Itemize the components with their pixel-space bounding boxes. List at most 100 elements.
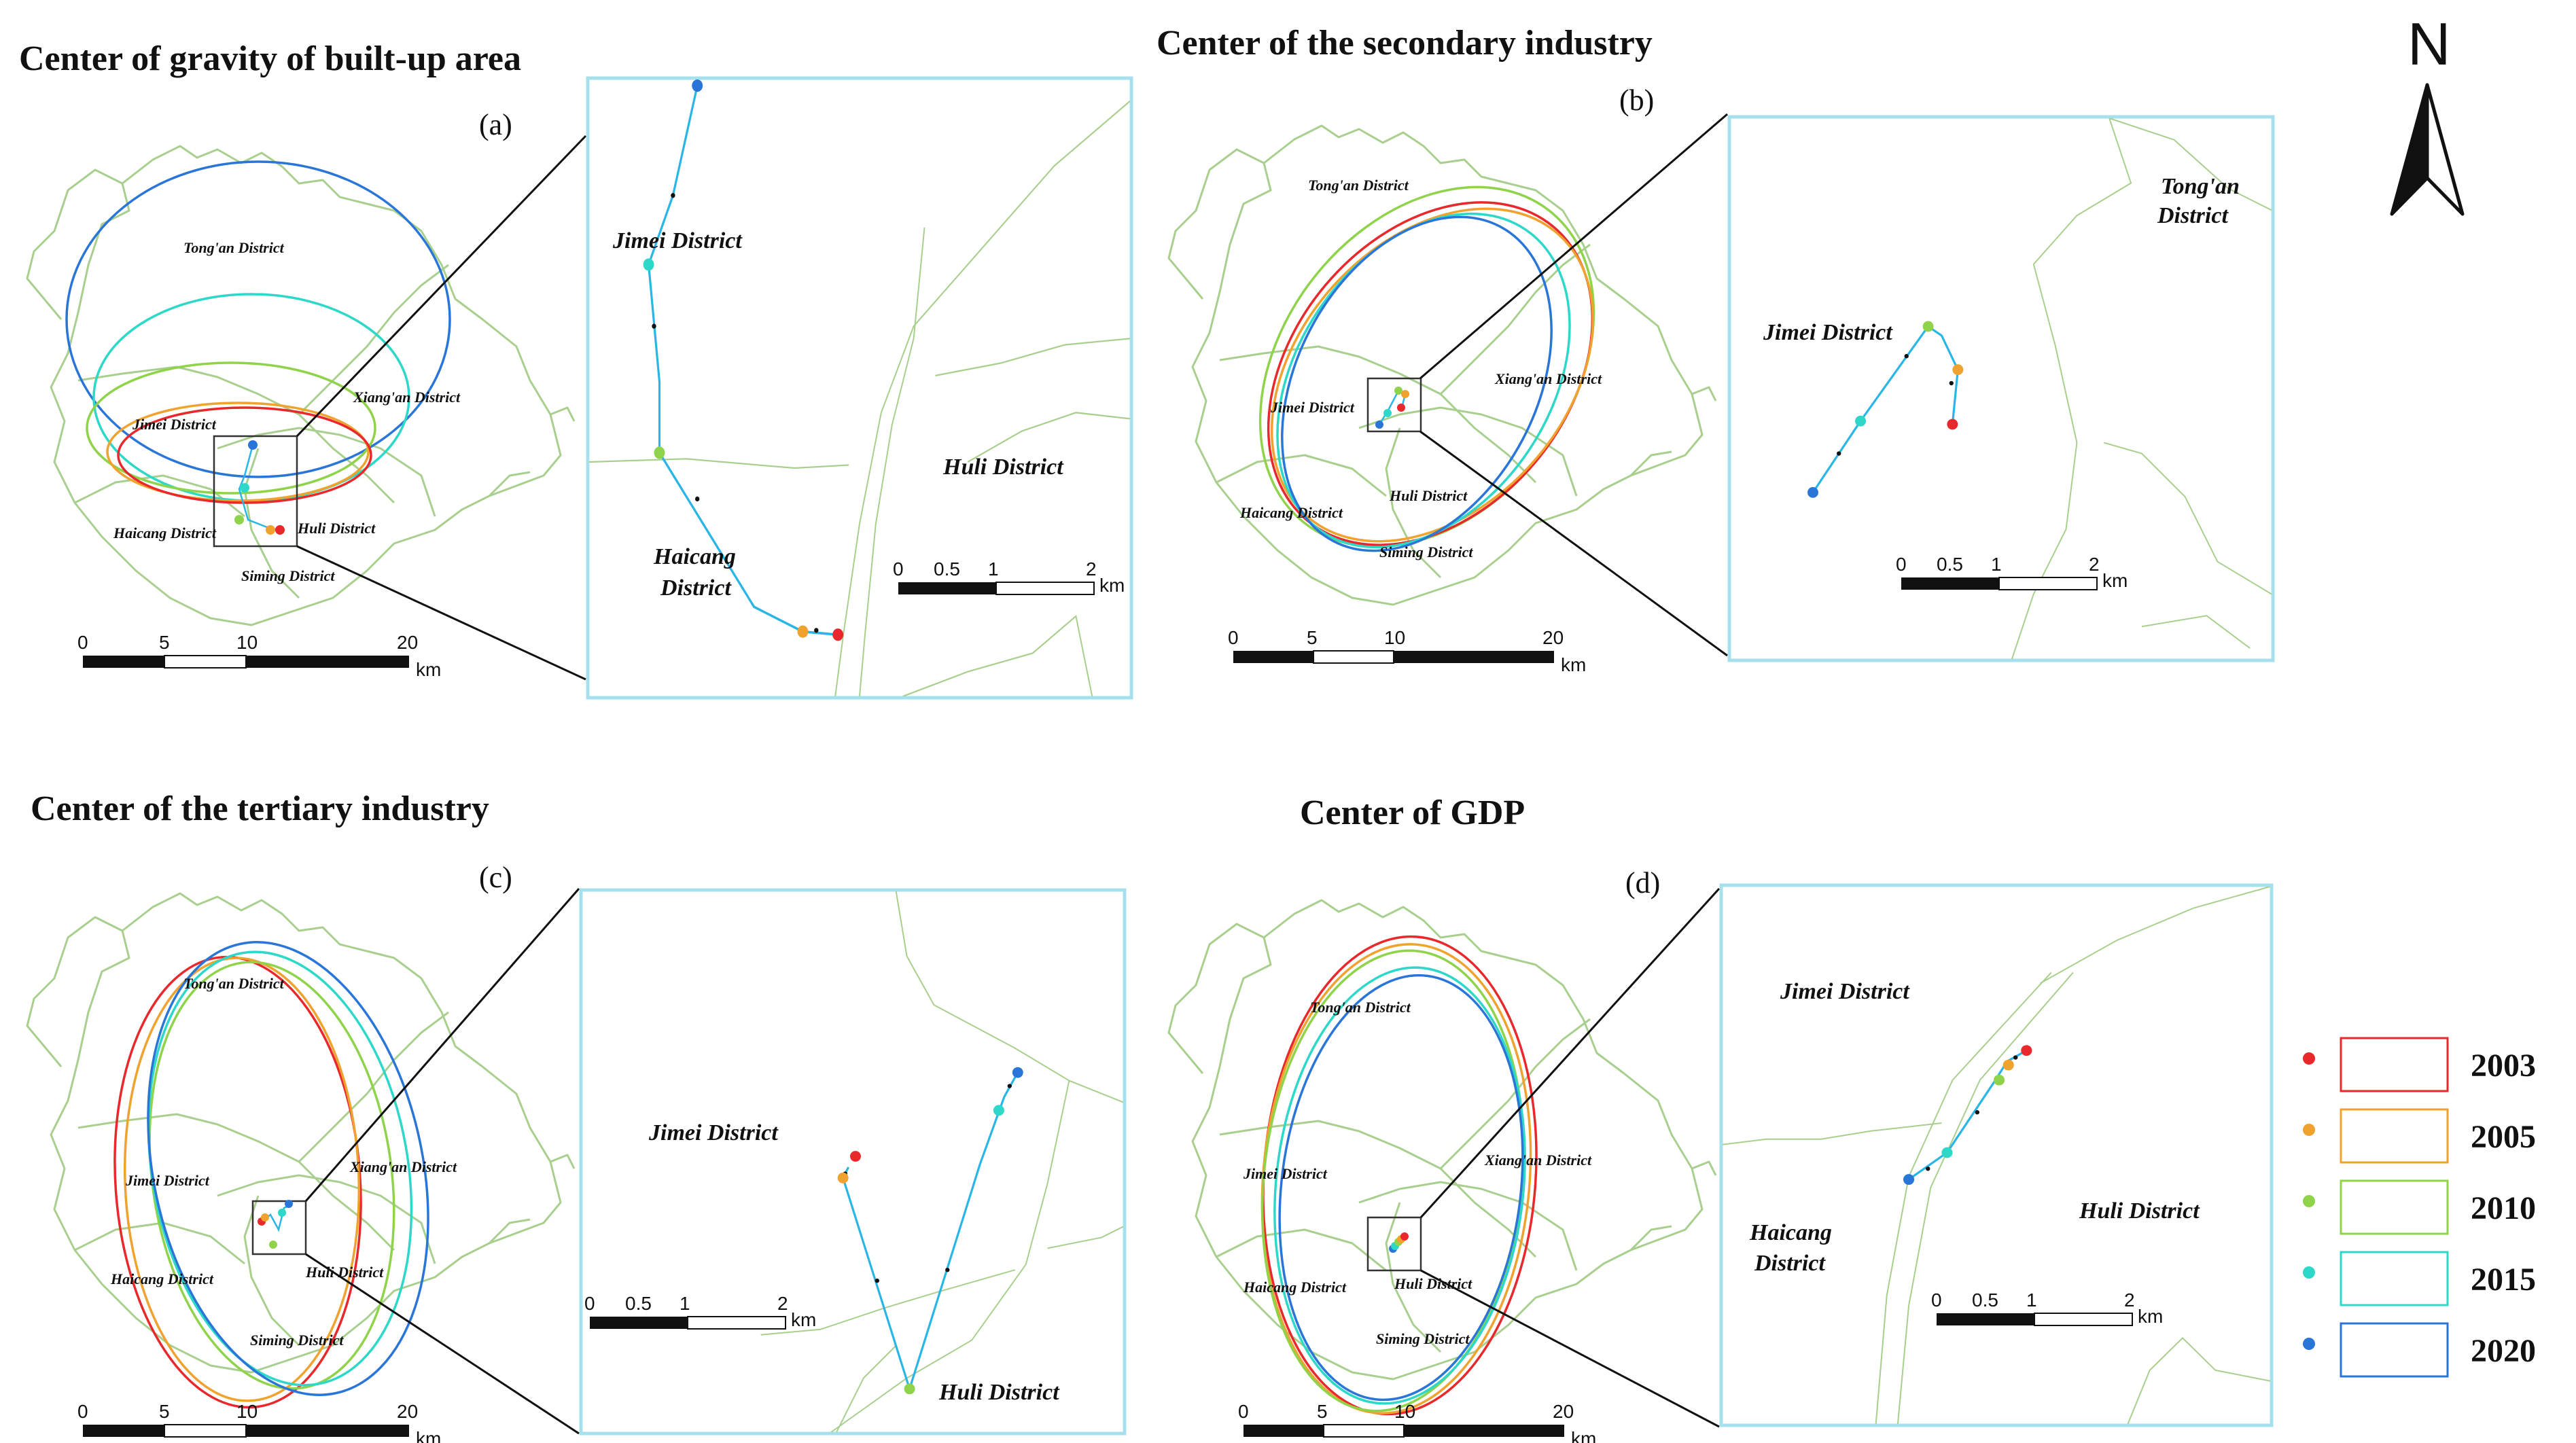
panel-a-inset-label-huli: Huli District bbox=[942, 455, 1064, 480]
svg-text:km: km bbox=[2138, 1306, 2163, 1327]
legend-dot-2003 bbox=[2303, 1052, 2315, 1065]
panel-d-label-xiangan: Xiang'an District bbox=[1484, 1152, 1592, 1169]
panel-d-leader-bottom bbox=[1420, 1269, 1720, 1428]
svg-text:N: N bbox=[2407, 10, 2451, 77]
panel-b-inset-scale-bar: 0 0.5 1 2 km bbox=[1896, 554, 2128, 591]
panel-b-letter: (b) bbox=[1619, 84, 1654, 117]
legend-swatch-2015 bbox=[2340, 1251, 2449, 1306]
panel-c-inset-scale-bar: 0 0.5 1 2 km bbox=[584, 1293, 816, 1330]
legend: 2003 2005 2010 2015 2020 bbox=[2303, 1037, 2536, 1378]
svg-text:km: km bbox=[1561, 654, 1586, 675]
svg-text:10: 10 bbox=[236, 1401, 258, 1422]
panel-d-inset-scale-bar: 0 0.5 1 2 km bbox=[1931, 1289, 2163, 1327]
svg-text:0: 0 bbox=[1896, 554, 1907, 575]
legend-item-2005: 2005 bbox=[2303, 1108, 2536, 1164]
legend-item-2010: 2010 bbox=[2303, 1179, 2536, 1235]
svg-text:0.5: 0.5 bbox=[934, 558, 960, 580]
legend-swatch-2010 bbox=[2340, 1179, 2449, 1235]
panel-b-inset: Tong'an District Jimei District 0 0.5 1 … bbox=[1727, 115, 2275, 662]
legend-swatch-2005 bbox=[2340, 1108, 2449, 1164]
svg-text:5: 5 bbox=[159, 1401, 170, 1422]
svg-text:2: 2 bbox=[2089, 554, 2100, 575]
panel-c-label-jimei: Jimei District bbox=[125, 1172, 210, 1189]
panel-d-scale-bar: 0 5 10 20 km bbox=[1238, 1401, 1596, 1443]
panel-d-inset-label-haicang-2: District bbox=[1754, 1251, 1826, 1276]
svg-text:10: 10 bbox=[1384, 627, 1405, 648]
panel-a-label-jimei: Jimei District bbox=[132, 416, 217, 433]
panel-b-label-siming: Siming District bbox=[1379, 544, 1473, 560]
svg-text:10: 10 bbox=[1394, 1401, 1415, 1422]
svg-text:20: 20 bbox=[397, 632, 418, 653]
legend-label-2015: 2015 bbox=[2471, 1262, 2536, 1298]
legend-item-2003: 2003 bbox=[2303, 1037, 2536, 1092]
svg-text:km: km bbox=[1571, 1428, 1596, 1443]
panel-b-main-map: Tong'an District Xiang'an District Jimei… bbox=[1167, 120, 1717, 613]
svg-text:0: 0 bbox=[1238, 1401, 1249, 1422]
panel-a-label-siming: Siming District bbox=[241, 567, 335, 584]
panel-d-label-jimei: Jimei District bbox=[1243, 1165, 1328, 1182]
panel-a-leader-top bbox=[296, 135, 587, 438]
panel-c-inset: Jimei District Huli District 0 0.5 1 2 k… bbox=[579, 888, 1127, 1436]
svg-text:1: 1 bbox=[2026, 1289, 2037, 1311]
panel-a-inset-label-jimei: Jimei District bbox=[612, 228, 743, 253]
panel-b-leader-bottom bbox=[1419, 430, 1728, 657]
svg-text:20: 20 bbox=[1553, 1401, 1574, 1422]
panel-a-inset-scale-bar: 0 0.5 1 2 km bbox=[893, 558, 1125, 596]
legend-item-2015: 2015 bbox=[2303, 1251, 2536, 1306]
panel-b-inset-label-tongan-1: Tong'an bbox=[2161, 174, 2240, 199]
panel-c: Center of the tertiary industry (c) Tong… bbox=[26, 789, 1127, 1443]
svg-text:1: 1 bbox=[988, 558, 999, 580]
svg-text:1: 1 bbox=[680, 1293, 690, 1314]
svg-text:km: km bbox=[2102, 570, 2128, 591]
panel-c-inset-label-jimei: Jimei District bbox=[648, 1120, 779, 1145]
panel-d-inset-label-huli: Huli District bbox=[2079, 1198, 2200, 1224]
svg-text:0: 0 bbox=[77, 632, 88, 653]
svg-text:5: 5 bbox=[159, 632, 170, 653]
panel-c-inset-label-huli: Huli District bbox=[938, 1380, 1060, 1405]
panel-d-label-tongan: Tong'an District bbox=[1310, 999, 1411, 1016]
panel-b-inset-label-tongan-2: District bbox=[2157, 203, 2229, 228]
svg-text:2: 2 bbox=[1086, 558, 1097, 580]
legend-label-2003: 2003 bbox=[2471, 1048, 2536, 1084]
panel-c-scale-bar: 0 5 10 20 km bbox=[77, 1401, 441, 1443]
panel-d-inset: Jimei District Huli District Haicang Dis… bbox=[1719, 883, 2274, 1427]
panel-b-label-huli: Huli District bbox=[1389, 487, 1468, 504]
panel-d-inset-label-haicang-1: Haicang bbox=[1749, 1220, 1832, 1245]
panel-b-label-haicang: Haicang District bbox=[1239, 504, 1343, 521]
panel-a-letter: (a) bbox=[479, 108, 512, 141]
panel-d-title: Center of GDP bbox=[1300, 794, 1525, 832]
svg-text:0.5: 0.5 bbox=[1972, 1289, 1998, 1311]
panel-b-inset-label-jimei: Jimei District bbox=[1763, 320, 1893, 345]
panel-a-inset-label-haicang-2: District bbox=[660, 575, 732, 601]
svg-text:5: 5 bbox=[1307, 627, 1318, 648]
svg-text:0: 0 bbox=[584, 1293, 595, 1314]
svg-text:5: 5 bbox=[1317, 1401, 1328, 1422]
panel-b-label-tongan: Tong'an District bbox=[1308, 177, 1409, 194]
panel-c-leader-bottom bbox=[305, 1253, 580, 1435]
panel-b-label-jimei: Jimei District bbox=[1270, 399, 1355, 416]
svg-text:0: 0 bbox=[1228, 627, 1239, 648]
panel-c-label-siming: Siming District bbox=[250, 1332, 344, 1349]
svg-text:0: 0 bbox=[893, 558, 904, 580]
panel-d: Center of GDP (d) Tong'an District Xiang… bbox=[1167, 794, 2274, 1443]
panel-c-leader-top bbox=[304, 888, 580, 1202]
panel-d-main-map: Tong'an District Xiang'an District Jimei… bbox=[1167, 899, 1717, 1426]
panel-a-zoom-box bbox=[213, 435, 298, 548]
panel-d-label-haicang: Haicang District bbox=[1243, 1279, 1347, 1296]
svg-text:20: 20 bbox=[397, 1401, 418, 1422]
panel-a-title: Center of gravity of built-up area bbox=[19, 39, 521, 78]
legend-label-2010: 2010 bbox=[2471, 1190, 2536, 1226]
panel-a-label-tongan: Tong'an District bbox=[183, 239, 285, 256]
panel-a-label-huli: Huli District bbox=[297, 520, 376, 537]
svg-text:2: 2 bbox=[2124, 1289, 2135, 1311]
legend-label-2005: 2005 bbox=[2471, 1119, 2536, 1155]
svg-text:20: 20 bbox=[1542, 627, 1564, 648]
legend-item-2020: 2020 bbox=[2303, 1322, 2536, 1378]
panel-a-main-map: Tong'an District Xiang'an District Jimei… bbox=[26, 145, 576, 626]
legend-dot-2015 bbox=[2303, 1266, 2315, 1279]
panel-d-zoom-box bbox=[1366, 1216, 1422, 1272]
svg-text:0: 0 bbox=[1931, 1289, 1942, 1311]
svg-text:km: km bbox=[416, 659, 441, 680]
legend-dot-2020 bbox=[2303, 1338, 2315, 1350]
panel-a-label-xiangan: Xiang'an District bbox=[353, 389, 461, 406]
